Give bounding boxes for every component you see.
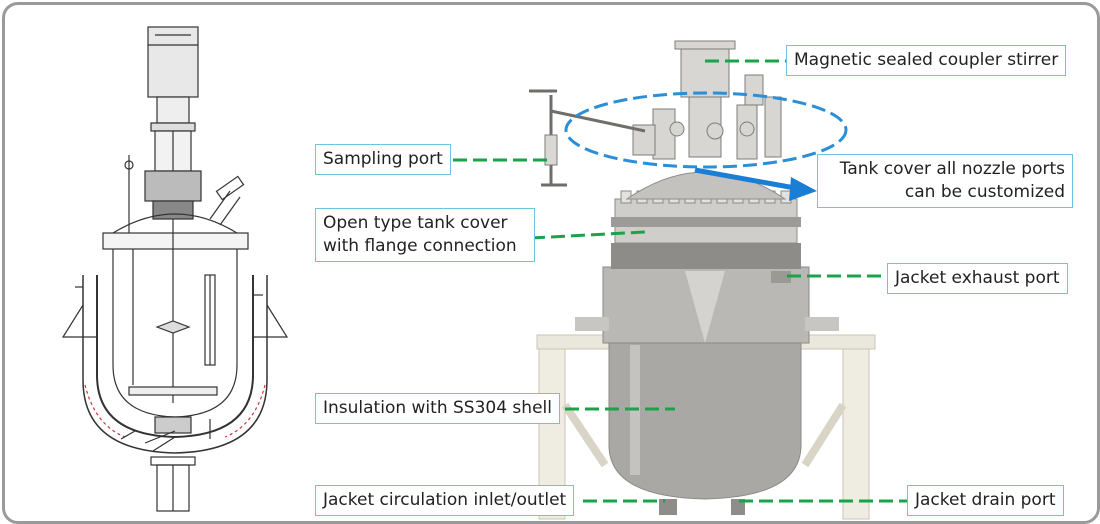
label-tank-cover-nozzles: Tank cover all nozzle ports can be custo… xyxy=(817,154,1073,208)
label-jacket-circulation: Jacket circulation inlet/outlet xyxy=(315,485,575,516)
leader-lines xyxy=(453,59,909,503)
label-sampling-port: Sampling port xyxy=(315,144,451,175)
arrow-shaft xyxy=(694,167,796,191)
nozzle-highlight-ellipse xyxy=(564,91,848,169)
label-jacket-exhaust: Jacket exhaust port xyxy=(887,263,1068,294)
technical-drawing xyxy=(61,26,289,512)
label-jacket-drain: Jacket drain port xyxy=(907,485,1064,516)
label-open-cover: Open type tank cover with flange connect… xyxy=(315,208,535,262)
label-open-cover-line1: Open type tank cover xyxy=(323,213,508,233)
label-open-cover-line2: with flange connection xyxy=(323,236,517,256)
label-magnetic-coupler: Magnetic sealed coupler stirrer xyxy=(786,45,1067,76)
label-tank-cover-nozzles-line1: Tank cover all nozzle ports xyxy=(839,159,1065,179)
label-insulation-shell: Insulation with SS304 shell xyxy=(315,393,560,424)
reactor-photo xyxy=(529,40,876,520)
reactor-illustration xyxy=(61,26,909,520)
label-tank-cover-nozzles-line2: can be customized xyxy=(904,182,1065,202)
arrow-head xyxy=(789,177,817,201)
